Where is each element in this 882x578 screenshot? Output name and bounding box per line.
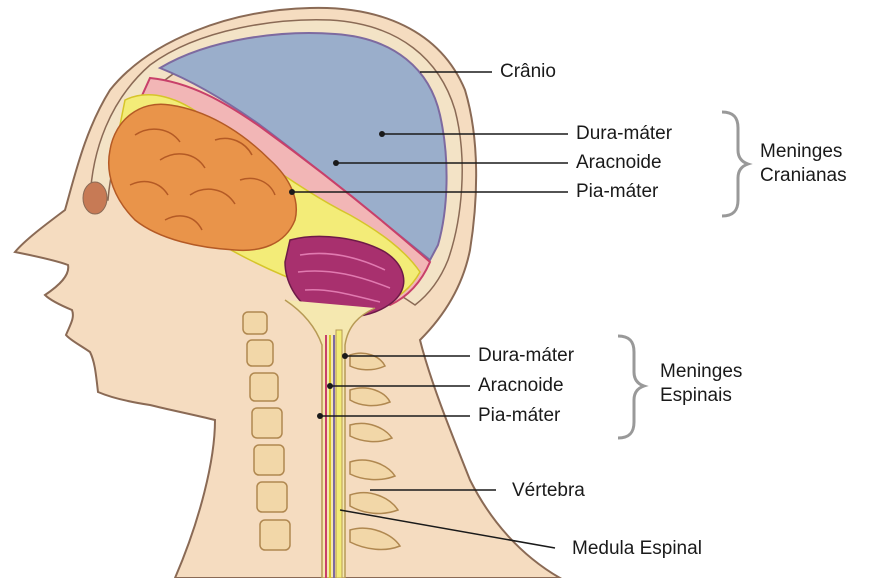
label-cranial-arachnoid: Aracnoide [576, 152, 662, 174]
label-spinal-pia: Pia-máter [478, 405, 560, 427]
label-cranio: Crânio [500, 61, 556, 83]
label-spinal-dura: Dura-máter [478, 345, 574, 367]
spinal-brace [618, 336, 644, 438]
group-cranial-line1: Meninges [760, 140, 847, 164]
group-spinal: Meninges Espinais [660, 360, 742, 408]
group-cranial-line2: Cranianas [760, 164, 847, 188]
group-spinal-line1: Meninges [660, 360, 742, 384]
cranial-brace [722, 112, 748, 216]
spinal-cord [336, 330, 342, 578]
group-spinal-line2: Espinais [660, 384, 742, 408]
label-cranial-dura: Dura-máter [576, 123, 672, 145]
label-spinal-cord: Medula Espinal [572, 538, 702, 560]
orbit [83, 182, 107, 214]
label-vertebra: Vértebra [512, 480, 585, 502]
label-cranial-pia: Pia-máter [576, 181, 658, 203]
label-spinal-arachnoid: Aracnoide [478, 375, 564, 397]
group-cranial: Meninges Cranianas [760, 140, 847, 188]
